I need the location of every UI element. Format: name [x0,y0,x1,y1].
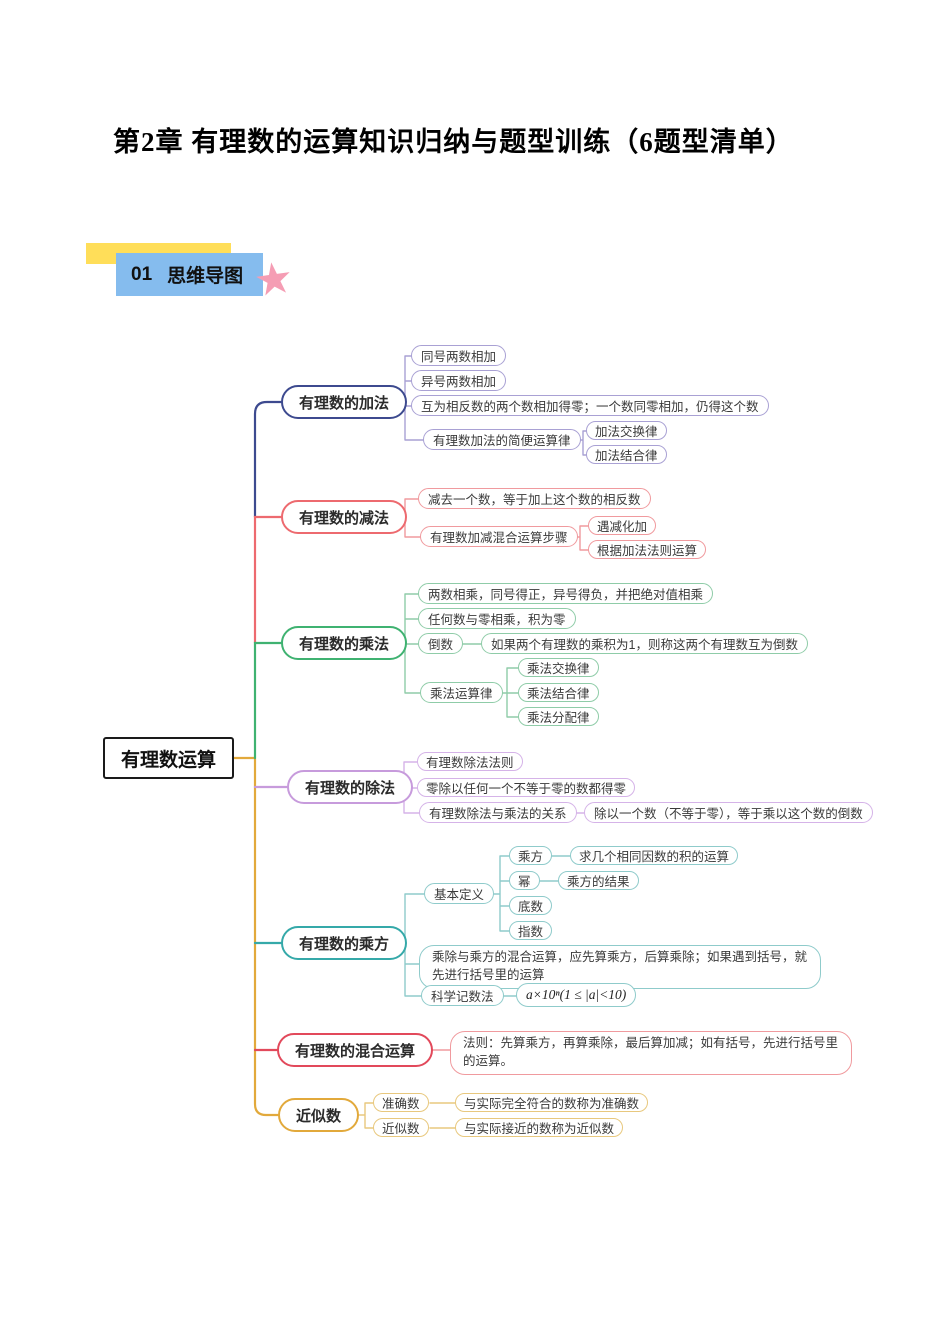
section-header: 01 思维导图 [116,253,263,296]
branch-division: 有理数的除法 [287,770,414,804]
exponent-term: 指数 [509,921,553,940]
division-relation: 有理数除法与乘法的关系 [419,802,577,823]
connector-addition-trunk [253,400,283,519]
division-zero-rule: 零除以任何一个不等于零的数都得零 [417,778,636,797]
branch-mixed-operations: 有理数的混合运算 [277,1033,434,1067]
connector-approximate-trunk [232,756,280,1117]
subtraction-step-2: 根据加法法则运算 [588,540,707,559]
multiplication-commutative-law: 乘法交换律 [518,658,599,677]
base-term: 底数 [509,896,553,915]
multiplication-associative-law: 乘法结合律 [518,683,599,702]
mi-term-definition: 乘方的结果 [558,871,639,890]
power-term: 乘方 [509,846,553,865]
mixed-operations-rule: 法则：先算乘方，再算乘除，最后算加减；如有括号，先进行括号里的运算。 [450,1031,852,1075]
approximate-number-label: 近似数 [373,1118,429,1137]
multiplication-rule-zero: 任何数与零相乘，积为零 [418,608,576,629]
branch-power: 有理数的乘方 [281,926,408,960]
reciprocal-definition: 如果两个有理数的乘积为1，则称这两个有理数互为倒数 [481,633,808,654]
mi-term: 幂 [509,871,540,890]
multiplication-rule-signs: 两数相乘，同号得正，异号得负，并把绝对值相乘 [418,583,714,604]
approximate-number-definition: 与实际接近的数称为近似数 [455,1118,624,1137]
scientific-notation: 科学记数法 [421,985,504,1006]
scientific-notation-formula: a×10ⁿ(1 ≤ |a|<10) [516,983,637,1007]
exact-number-label: 准确数 [373,1093,429,1112]
addition-laws: 有理数加法的简便运算律 [423,429,581,450]
addition-commutative-law: 加法交换律 [586,421,667,440]
branch-subtraction: 有理数的减法 [281,500,408,534]
addition-associative-law: 加法结合律 [586,445,667,464]
reciprocal-label: 倒数 [418,633,464,654]
section-title: 思维导图 [167,266,244,287]
addition-rule-opposites: 互为相反数的两个数相加得零；一个数同零相加，仍得这个数 [411,395,769,416]
root-node: 有理数运算 [103,737,234,779]
subtraction-rule: 减去一个数，等于加上这个数的相反数 [418,488,651,509]
branch-approximate: 近似数 [278,1098,360,1132]
addition-rule-different-sign: 异号两数相加 [411,370,507,391]
power-definitions: 基本定义 [424,883,495,904]
addition-rule-same-sign: 同号两数相加 [411,345,507,366]
section-number: 01 [131,263,153,285]
branch-addition: 有理数的加法 [281,385,408,419]
subtraction-steps: 有理数加减混合运算步骤 [420,526,578,547]
division-rule: 有理数除法法则 [417,752,523,771]
star-icon: ★ [250,252,297,307]
division-relation-definition: 除以一个数（不等于零），等于乘以这个数的倒数 [584,802,873,823]
subtraction-step-1: 遇减化加 [588,516,657,535]
connector-multiplication-trunk [253,641,283,760]
multiplication-distributive-law: 乘法分配律 [518,707,599,726]
power-term-definition: 求几个相同因数的积的运算 [570,846,739,865]
connector-subtraction-trunk [253,515,283,645]
document-title: 第2章 有理数的运算知识归纳与题型训练（6题型清单） [113,127,794,157]
power-mixed-rule: 乘除与乘方的混合运算，应先算乘方，后算乘除；如果遇到括号，就先进行括号里的运算 [419,945,821,989]
multiplication-laws: 乘法运算律 [420,682,503,703]
exact-number-definition: 与实际完全符合的数称为准确数 [455,1093,649,1112]
branch-multiplication: 有理数的乘法 [281,626,408,660]
